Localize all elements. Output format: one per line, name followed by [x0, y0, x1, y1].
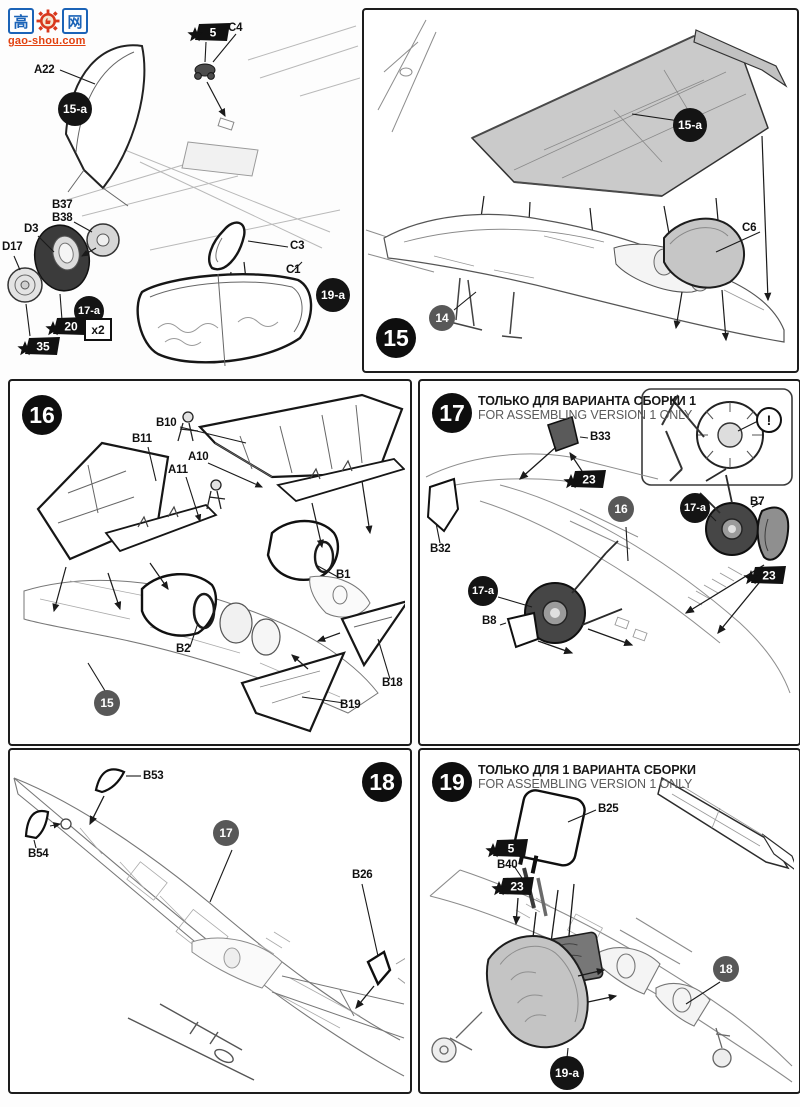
badge-19a-step19: 19-a: [550, 1056, 584, 1090]
part-label-d3: D3: [24, 223, 39, 235]
svg-text:20: 20: [64, 320, 78, 334]
step17-number: 17: [432, 393, 472, 433]
badge-17a-right: 17-a: [680, 493, 710, 523]
intro-illustration: [7, 25, 360, 367]
step16-panel: 16 B10 B11 A10 A11 B1 B2 B18 B19 15: [8, 379, 412, 746]
logo-url: gao-shou.com: [8, 35, 86, 47]
step17-title: ТОЛЬКО ДЛЯ ВАРИАНТА СБОРКИ 1 FOR ASSEMBL…: [478, 394, 696, 422]
paint-flag-20: 20: [45, 317, 88, 336]
step15-number: 15: [376, 318, 416, 358]
svg-text:23: 23: [762, 569, 776, 583]
badge-ref-17: 17: [213, 820, 239, 846]
part-label-c4: C4: [228, 22, 243, 34]
paint-flag-23-a: 23: [563, 470, 606, 489]
badge-ref-15: 15: [94, 690, 120, 716]
badge-ref-18: 18: [713, 956, 739, 982]
badge-19a-intro: 19-a: [316, 278, 350, 312]
part-label-c1: C1: [286, 264, 301, 276]
step18-illustration: [13, 768, 405, 1081]
watermark-logo: 高 网: [8, 8, 88, 47]
step19-title-ru: ТОЛЬКО ДЛЯ 1 ВАРИАНТА СБОРКИ: [478, 763, 696, 777]
part-label-b10: B10: [156, 417, 177, 429]
part-label-b32: B32: [430, 543, 451, 555]
logo-char-left: 高: [8, 8, 34, 34]
svg-text:5: 5: [508, 842, 515, 856]
part-label-b38: B38: [52, 211, 73, 224]
intro-region: A22 5 C4 15-a B37 B38 D3 D17 17-a 20 x2 …: [0, 0, 360, 378]
part-label-d17: D17: [2, 241, 23, 253]
step19-title: ТОЛЬКО ДЛЯ 1 ВАРИАНТА СБОРКИ FOR ASSEMBL…: [478, 763, 696, 791]
svg-text:23: 23: [582, 473, 596, 487]
part-label-b2: B2: [176, 643, 191, 655]
step17-panel: 17 ТОЛЬКО ДЛЯ ВАРИАНТА СБОРКИ 1 FOR ASSE…: [418, 379, 800, 746]
part-label-a22: A22: [34, 64, 55, 76]
part-label-a10: A10: [188, 451, 209, 463]
part-label-b11: B11: [132, 433, 152, 445]
step17-title-ru: ТОЛЬКО ДЛЯ ВАРИАНТА СБОРКИ 1: [478, 394, 696, 408]
part-label-b26: B26: [352, 869, 373, 881]
part-label-b7: B7: [750, 496, 765, 508]
part-label-b1: B1: [336, 569, 351, 581]
paint-flag-35: 35: [17, 337, 60, 356]
gear-thumb-icon: [36, 9, 60, 33]
paint-flag-5b: 5: [485, 839, 528, 858]
part-label-c6: C6: [742, 222, 757, 234]
step16-number: 16: [22, 395, 62, 435]
step19-title-en: FOR ASSEMBLING VERSION 1 ONLY: [478, 777, 693, 791]
part-label-b8: B8: [482, 615, 497, 627]
part-label-b18: B18: [382, 677, 403, 689]
badge-15a: 15-a: [58, 92, 92, 126]
step16-illustration: [23, 393, 405, 733]
step17-title-en: FOR ASSEMBLING VERSION 1 ONLY: [478, 408, 693, 422]
part-label-b54: B54: [28, 848, 49, 860]
quantity-multiplier: x2: [84, 318, 112, 341]
part-label-b40: B40: [497, 859, 518, 871]
step15-panel: 15-a C6 14 15: [362, 8, 799, 373]
paint-flag-23c: 23: [491, 877, 534, 896]
step17-illustration: [425, 388, 793, 694]
step19-panel: 19 ТОЛЬКО ДЛЯ 1 ВАРИАНТА СБОРКИ FOR ASSE…: [418, 748, 800, 1094]
svg-text:5: 5: [210, 26, 217, 40]
part-label-b53: B53: [143, 770, 164, 782]
paint-flag-23-b: 23: [743, 566, 786, 585]
part-label-b37: B37: [52, 199, 73, 211]
part-label-c3: C3: [290, 240, 305, 252]
part-label-b19: B19: [340, 699, 361, 711]
logo-char-right: 网: [62, 8, 88, 34]
warning-icon: !: [756, 407, 782, 433]
badge-ref-16: 16: [608, 496, 634, 522]
part-label-b33: B33: [590, 431, 611, 443]
badge-ref-14: 14: [429, 305, 455, 331]
step18-panel: 18 B53 B54 17 B26: [8, 748, 412, 1094]
badge-15a-step15: 15-a: [673, 108, 707, 142]
step15-illustration: [365, 19, 788, 343]
svg-text:23: 23: [510, 880, 524, 894]
step19-illustration: [429, 776, 794, 1083]
step19-number: 19: [432, 762, 472, 802]
part-label-b37-b38: B37 B38: [52, 199, 73, 224]
svg-text:35: 35: [36, 340, 50, 354]
step18-number: 18: [362, 762, 402, 802]
part-label-a11: A11: [168, 464, 188, 476]
paint-flag-5: 5: [187, 23, 230, 42]
part-label-b25: B25: [598, 803, 619, 815]
badge-17a-left: 17-a: [468, 576, 498, 606]
